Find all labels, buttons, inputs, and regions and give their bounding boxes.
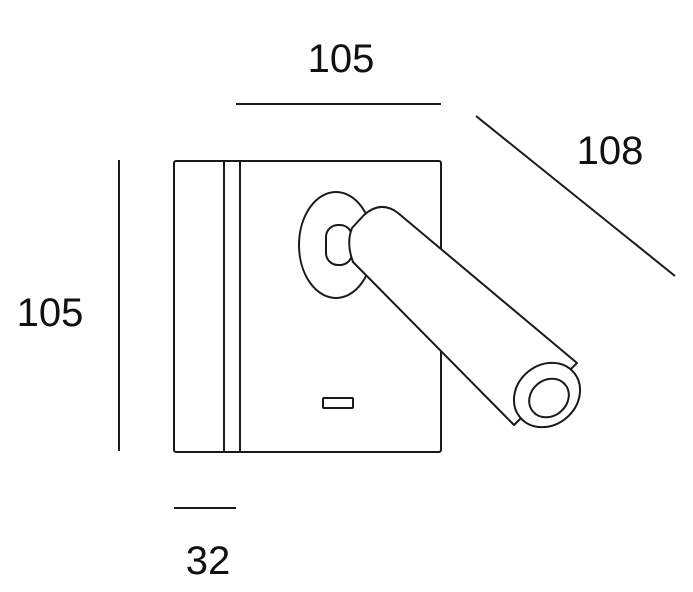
swivel-joint xyxy=(325,224,353,266)
diagonal-length-dimension-line xyxy=(475,115,676,277)
arm-end-lens xyxy=(528,377,570,419)
swivel-base xyxy=(298,191,374,299)
left-height-label: 105 xyxy=(17,291,84,335)
diagonal-length-label: 108 xyxy=(577,129,644,173)
top-width-label: 105 xyxy=(308,37,375,81)
switch-slot xyxy=(322,397,354,409)
arm-body xyxy=(348,206,578,426)
lamp-arm xyxy=(348,206,582,429)
bottom-depth-label: 32 xyxy=(186,539,231,583)
